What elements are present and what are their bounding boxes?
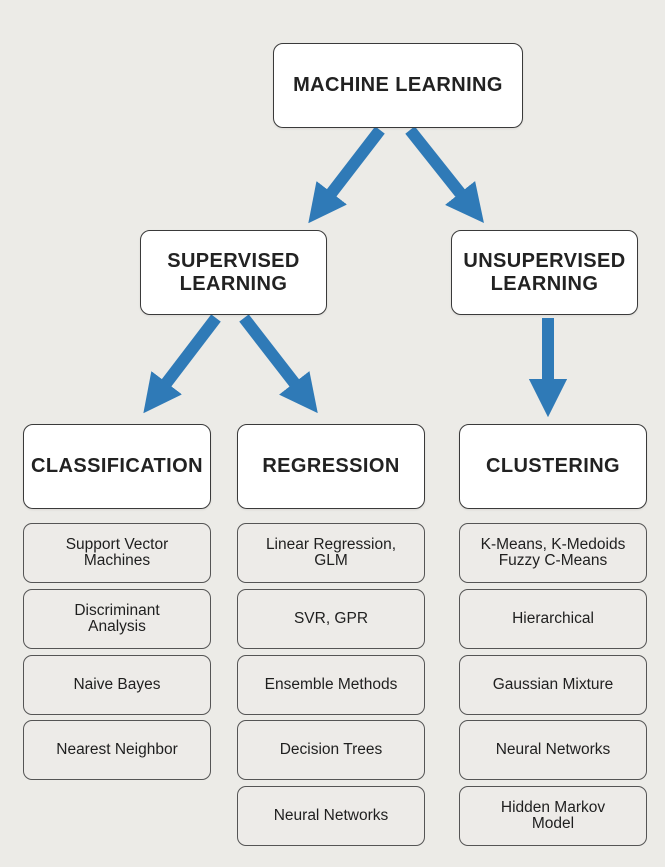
clustering-item: Neural Networks — [459, 720, 647, 780]
clustering-item: K-Means, K-Medoids Fuzzy C-Means — [459, 523, 647, 583]
classification-item: Naive Bayes — [23, 655, 211, 715]
clustering-node: CLUSTERING — [459, 424, 647, 509]
clustering-item: Hierarchical — [459, 589, 647, 649]
clustering-item: Hidden Markov Model — [459, 786, 647, 846]
regression-item: Linear Regression, GLM — [237, 523, 425, 583]
clustering-item: Gaussian Mixture — [459, 655, 647, 715]
classification-item: Discriminant Analysis — [23, 589, 211, 649]
arrow-root-to-unsupervised — [405, 126, 484, 224]
regression-item: Ensemble Methods — [237, 655, 425, 715]
supervised-learning-node: SUPERVISED LEARNING — [140, 230, 327, 315]
unsupervised-learning-node: UNSUPERVISED LEARNING — [451, 230, 638, 315]
arrow-supervised-to-regression — [239, 314, 318, 414]
machine-learning-node: MACHINE LEARNING — [273, 43, 523, 128]
classification-item: Nearest Neighbor — [23, 720, 211, 780]
classification-item: Support Vector Machines — [23, 523, 211, 583]
regression-item: Decision Trees — [237, 720, 425, 780]
arrow-root-to-supervised — [308, 126, 385, 224]
arrow-supervised-to-classification — [143, 314, 221, 414]
classification-node: CLASSIFICATION — [23, 424, 211, 509]
regression-item: Neural Networks — [237, 786, 425, 846]
regression-node: REGRESSION — [237, 424, 425, 509]
regression-item: SVR, GPR — [237, 589, 425, 649]
